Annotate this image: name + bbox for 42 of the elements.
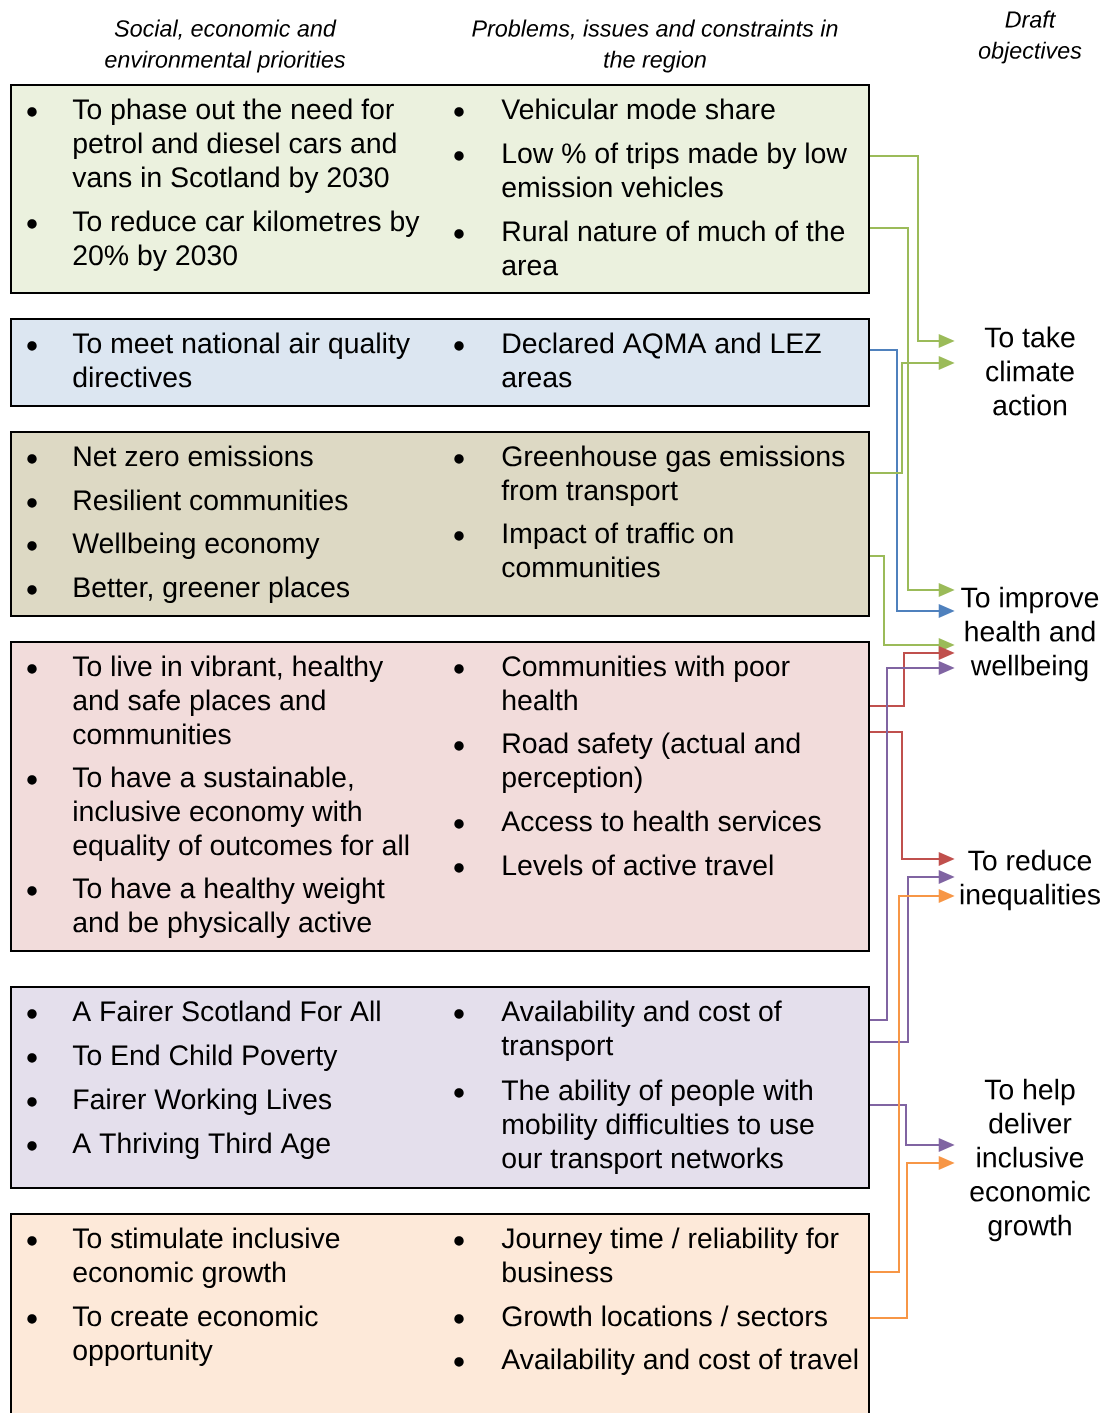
- list-item: To live in vibrant, healthy and safe places and communities: [27, 655, 384, 745]
- list-item: Resilient communities: [27, 489, 348, 511]
- list-item: Levels of active travel: [454, 854, 773, 876]
- list-item: Availability and cost of travel: [454, 1348, 858, 1375]
- list-item: To have a sustainable, inclusive economy with equality of outcomes for all: [27, 766, 409, 861]
- list-item: To have a healthy weight and be physically active: [27, 877, 385, 938]
- list-item: Access to health services: [454, 810, 821, 832]
- list-item: Impact of traffic on communities: [454, 522, 733, 578]
- list-item: To stimulate inclusive economic growth: [27, 1227, 340, 1288]
- objective-text: To take climate action: [984, 326, 1075, 416]
- list-item: Growth locations / sectors: [454, 1305, 827, 1327]
- list-item: Net zero emissions: [27, 445, 313, 467]
- priority-box: [10, 1213, 870, 1413]
- list-item: Vehicular mode share: [454, 98, 775, 120]
- list-item: The ability of people with mobility difficulties to use our transport networks: [454, 1079, 814, 1174]
- list-item: A Thriving Third Age: [27, 1132, 330, 1159]
- objective-text: To help deliver inclusive economic growth: [970, 1078, 1090, 1242]
- priority-box: [10, 641, 870, 953]
- priority-box: [10, 318, 870, 407]
- column-heading: Draft objectives: [978, 10, 1082, 64]
- list-item: Greenhouse gas emissions from transport: [454, 445, 845, 506]
- list-item: Low % of trips made by low emission vehicles: [454, 142, 847, 198]
- objective-text: To improve health and wellbeing: [961, 586, 1099, 682]
- list-item: Communities with poor health: [454, 655, 790, 711]
- list-item: Road safety (actual and perception): [454, 732, 800, 793]
- list-item: Rural nature of much of the area: [454, 220, 845, 276]
- list-item: To meet national air quality directives: [27, 332, 410, 388]
- list-item: Fairer Working Lives: [27, 1088, 332, 1115]
- list-item: Better, greener places: [27, 576, 350, 603]
- list-item: Declared AQMA and LEZ areas: [454, 332, 821, 388]
- list-item: To create economic opportunity: [27, 1305, 318, 1366]
- list-item: To phase out the need for petrol and diesel cars and vans in Scotland by 2030: [27, 98, 396, 193]
- list-item: Journey time / reliability for business: [454, 1227, 839, 1283]
- priority-box: [10, 986, 870, 1190]
- list-item: Wellbeing economy: [27, 532, 320, 559]
- list-item: To reduce car kilometres by 20% by 2030: [27, 210, 420, 271]
- priority-box: [10, 84, 870, 294]
- priority-box: [10, 431, 870, 617]
- list-item: A Fairer Scotland For All: [27, 1000, 380, 1022]
- list-item: Availability and cost of transport: [454, 1000, 782, 1061]
- list-item: To End Child Poverty: [27, 1044, 338, 1071]
- objective-text: To reduce inequalities: [960, 849, 1100, 911]
